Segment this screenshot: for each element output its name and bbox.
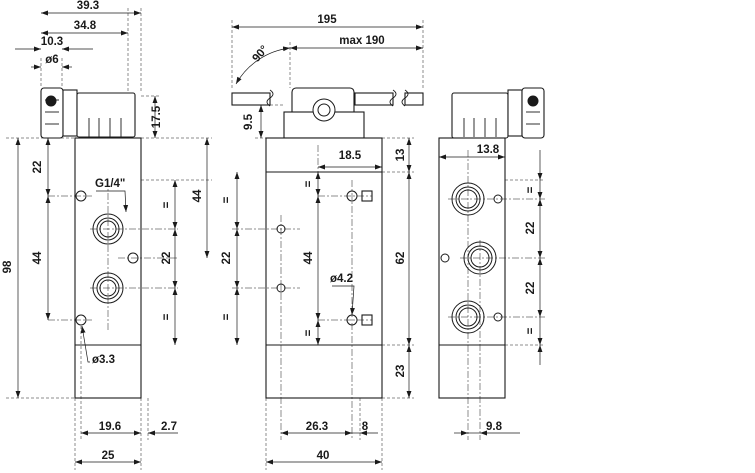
connector-screw-icon (45, 95, 57, 107)
side-valve-body (265, 137, 383, 399)
dim-eq-side-1: = (221, 196, 233, 203)
dim-9-5: 9.5 (243, 113, 255, 130)
dim-98: 98 (2, 260, 14, 273)
side-view: 195 max 190 90° 9.5 18.5 13 22 44 62 ø4.… (221, 14, 424, 470)
dim-44-right: 44 (192, 189, 204, 202)
dim-13: 13 (395, 149, 407, 162)
dim-9-8: 9.8 (486, 421, 503, 433)
dim-eq-side-2: = (221, 313, 233, 320)
dim-22-back-a: 22 (525, 222, 537, 235)
dim-22-right: 22 (161, 252, 173, 265)
dim-22-side: 22 (221, 252, 233, 265)
dim-eq-front-2: = (161, 313, 173, 320)
dim-17-5: 17.5 (151, 105, 163, 128)
dim-13-8: 13.8 (477, 144, 500, 156)
dim-eq-back-1: = (525, 186, 537, 193)
side-cable (231, 89, 424, 107)
dim-26-3: 26.3 (306, 421, 328, 433)
dim-44-left: 44 (32, 251, 44, 264)
dim-d4-2: ø4.2 (330, 273, 353, 285)
dim-25: 25 (102, 450, 115, 462)
back-connector (451, 87, 545, 139)
dim-10-3: 10.3 (41, 36, 63, 48)
dim-8: 8 (362, 421, 369, 433)
dim-eq-side-3: = (303, 180, 315, 187)
dim-22-back-b: 22 (525, 282, 537, 295)
dim-195: 195 (317, 14, 337, 26)
dim-eq-side-4: = (303, 329, 315, 336)
dim-22-top: 22 (32, 161, 44, 174)
dim-62: 62 (395, 252, 407, 265)
front-connector (40, 87, 136, 139)
front-view: 39.3 34.8 10.3 ø6 17.5 22 98 44 44 22 = … (2, 0, 212, 470)
dim-d3-3: ø3.3 (92, 354, 115, 366)
dim-angle-90: 90° (251, 43, 272, 64)
port-thread-label: G1/4" (95, 178, 125, 190)
dim-18-5: 18.5 (339, 150, 362, 162)
dim-max-190: max 190 (339, 35, 384, 47)
dim-40: 40 (317, 450, 330, 462)
dim-19-6: 19.6 (99, 421, 121, 433)
dim-d6: ø6 (45, 54, 58, 66)
back-view: 13.8 22 22 = = 9.8 (438, 87, 545, 440)
dim-eq-front-1: = (161, 201, 173, 208)
dim-39-3: 39.3 (77, 0, 99, 12)
dim-34-8: 34.8 (74, 20, 97, 32)
dim-23: 23 (395, 365, 407, 378)
dim-2-7: 2.7 (161, 421, 177, 433)
dim-eq-back-2: = (525, 327, 537, 334)
dim-44-side: 44 (303, 251, 315, 264)
